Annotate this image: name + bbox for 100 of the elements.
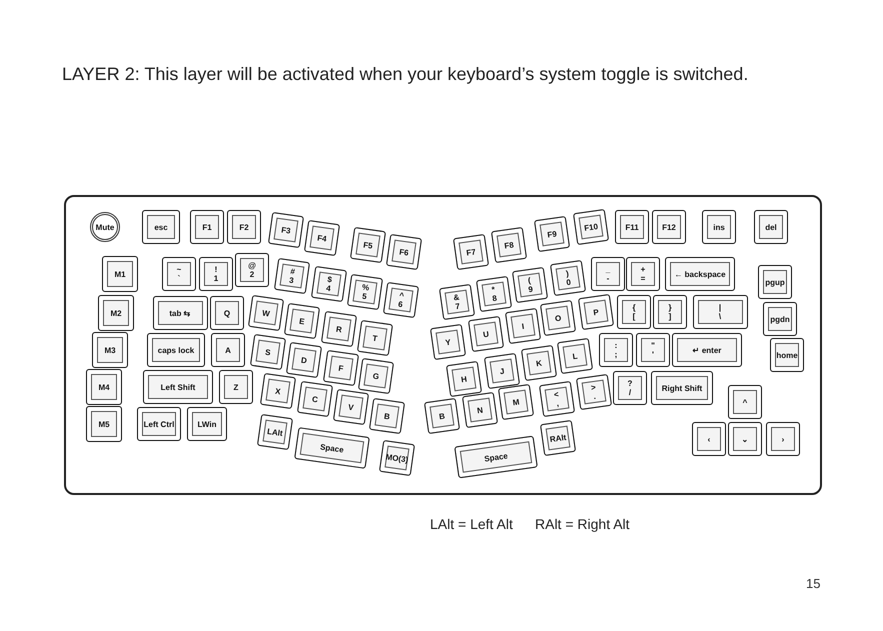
keycap — [498, 384, 534, 420]
key-legend: R — [336, 324, 342, 334]
keycap — [98, 295, 134, 331]
key-legend: P — [592, 307, 600, 317]
keycap — [550, 260, 586, 296]
keycap — [540, 420, 576, 456]
key-legend: M5 — [98, 420, 110, 428]
volume-knob — [90, 212, 120, 242]
key-legend: RAlt — [549, 432, 567, 444]
keycap — [692, 422, 726, 456]
key-legend: ⌄ — [742, 434, 748, 444]
keycap — [446, 360, 482, 398]
keycap — [152, 296, 208, 330]
key-legend: _ — [606, 265, 610, 274]
keycap — [672, 333, 742, 367]
keycap — [350, 226, 386, 264]
key-legend: = — [640, 274, 646, 283]
keycap — [358, 358, 394, 394]
key-legend: ; — [614, 350, 618, 359]
key-legend: * — [491, 284, 496, 294]
keycap — [476, 276, 512, 312]
keycap — [599, 333, 633, 367]
keycap — [386, 234, 422, 270]
keycap — [256, 414, 294, 450]
keycap — [102, 256, 138, 292]
keycap — [651, 371, 713, 405]
keycap — [356, 320, 394, 356]
key-legend: Z — [234, 382, 238, 392]
key-legend: " — [651, 341, 655, 350]
key-legend: F3 — [280, 224, 292, 236]
keycap — [512, 266, 548, 304]
key-legend: M4 — [98, 382, 110, 392]
key-legend: ins — [713, 222, 725, 232]
key-legend: F5 — [362, 240, 374, 250]
key-legend: M — [512, 397, 520, 407]
keycap — [296, 380, 334, 418]
keycap — [484, 352, 520, 390]
keycap — [424, 398, 460, 434]
key-legend: 2 — [250, 270, 254, 279]
key-legend: L — [572, 351, 578, 361]
keycap — [626, 257, 660, 291]
keycap — [162, 257, 196, 291]
key-legend: Left Ctrl — [144, 420, 174, 428]
keycap — [490, 226, 528, 264]
keycap — [702, 210, 736, 244]
key-legend: Q — [224, 308, 230, 318]
keycap — [766, 422, 800, 456]
keycap — [728, 422, 762, 456]
key-legend: O — [554, 313, 562, 323]
keycap — [538, 380, 576, 418]
key-legend: # — [290, 266, 296, 276]
key-legend: 5 — [362, 292, 368, 302]
key-legend: F — [338, 363, 344, 373]
key-legend: 6 — [398, 300, 404, 310]
footnote: RAlt = Right Alt — [535, 516, 630, 532]
key-legend: F2 — [239, 222, 249, 232]
keycap — [653, 295, 687, 329]
key-legend: Space — [320, 442, 344, 454]
keycap — [304, 220, 340, 256]
keycap — [591, 257, 625, 291]
key-legend: esc — [154, 222, 168, 232]
key-legend: T — [372, 333, 378, 343]
keycap — [199, 257, 233, 291]
key-legend: F1 — [202, 222, 212, 232]
key-legend: F10 — [584, 222, 598, 232]
keycap — [617, 295, 651, 329]
key-legend: [ — [632, 312, 636, 321]
keycap — [692, 295, 748, 329]
keycap — [378, 440, 416, 476]
key-legend: A — [225, 346, 231, 354]
heading: LAYER 2: This layer will be activated when your keyboard’s system toggle is switched. — [62, 63, 750, 86]
keycap — [250, 334, 286, 370]
keycap — [368, 398, 406, 434]
key-legend: M3 — [104, 346, 116, 354]
key-legend: F11 — [625, 222, 639, 232]
key-legend: < — [553, 390, 560, 400]
keycap — [468, 316, 504, 352]
key-legend: F7 — [466, 246, 476, 258]
key-legend: ( — [527, 276, 532, 286]
key-legend: G — [372, 371, 380, 381]
key-legend: 8 — [492, 294, 498, 304]
key-legend: pgup — [765, 278, 785, 286]
keycap — [274, 258, 310, 294]
key-legend: - — [606, 274, 610, 283]
key-legend: D — [300, 355, 308, 365]
keycap — [540, 300, 576, 336]
keycap — [652, 210, 686, 244]
key-legend: Space — [484, 450, 508, 464]
key-legend: ! — [214, 265, 218, 274]
keycap — [310, 266, 348, 302]
keycap — [576, 374, 612, 410]
key-legend: home — [776, 350, 798, 360]
key-legend: I — [521, 321, 525, 331]
keycap — [210, 296, 244, 330]
keycap — [86, 406, 122, 442]
key-legend: @ — [248, 261, 256, 270]
key-legend: \ — [718, 312, 722, 321]
keycap — [86, 369, 122, 405]
keycap — [143, 370, 213, 404]
key-legend: } — [668, 303, 672, 312]
